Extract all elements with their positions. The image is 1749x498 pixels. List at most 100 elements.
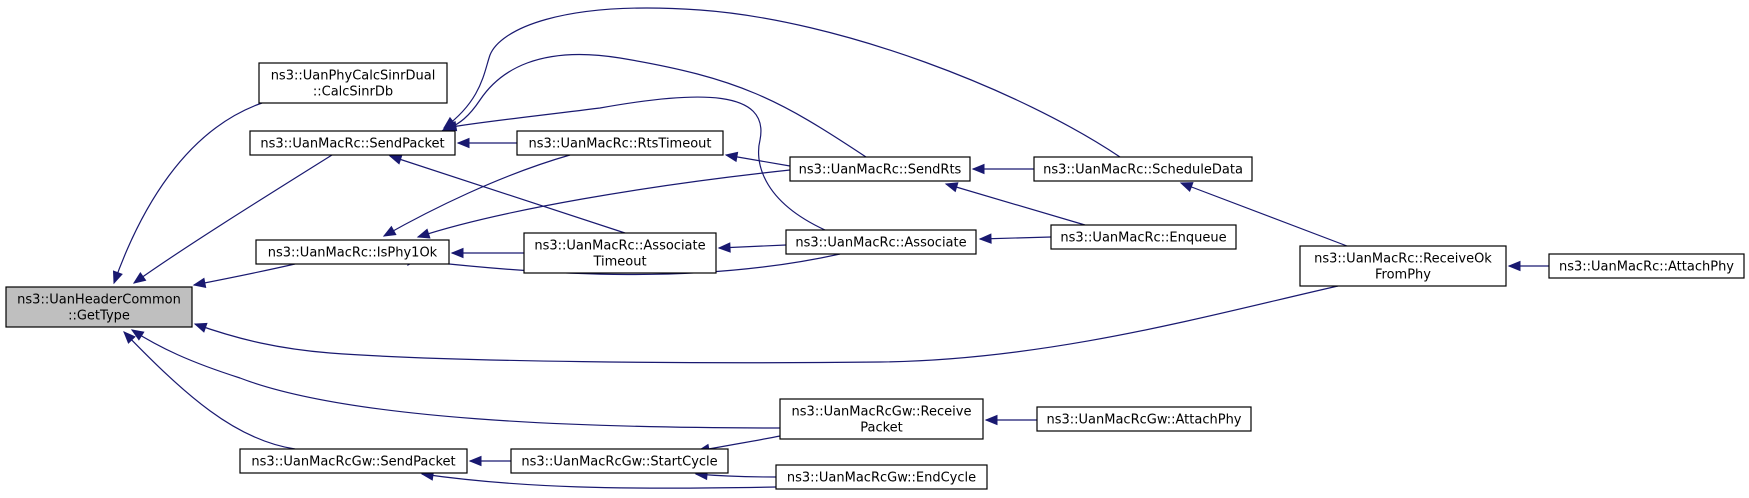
node-scheduledata[interactable]: ns3::UanMacRc::ScheduleData (1033, 156, 1253, 182)
edge-arrowhead (442, 116, 457, 129)
node-label: ns3::UanMacRc::Associate (534, 239, 705, 254)
node-associate[interactable]: ns3::UanMacRc::Associate (785, 229, 977, 255)
node-box[interactable] (239, 448, 468, 474)
edge-arrowhead (132, 272, 147, 284)
edge-attachphy-to-receiveok (1507, 260, 1549, 272)
node-sendrts[interactable]: ns3::UanMacRc::SendRts (789, 156, 971, 182)
edge-rtstimeout-to-isphy1ok (382, 154, 571, 237)
node-box[interactable] (249, 130, 456, 156)
node-label: ns3::UanMacRcGw::StartCycle (521, 455, 717, 470)
node-label: Timeout (592, 255, 646, 270)
node-label: ns3::UanPhyCalcSinrDual (271, 69, 436, 84)
node-box[interactable] (1050, 224, 1237, 250)
edge-enqueue-to-associate (978, 233, 1052, 244)
edge-enqueue-to-sendrts (944, 182, 1086, 226)
edge-receiveok-to-root (193, 285, 1339, 364)
node-gwsendpacket[interactable]: ns3::UanMacRcGw::SendPacket (239, 448, 468, 474)
node-box[interactable] (1033, 156, 1253, 182)
edge-arrowhead (192, 277, 207, 288)
node-box[interactable] (789, 156, 971, 182)
edge-arrowhead (978, 233, 992, 244)
node-box[interactable] (255, 239, 450, 265)
edge-arrowhead (123, 331, 136, 344)
edge-line (1180, 182, 1348, 247)
node-label: ns3::UanMacRcGw::SendPacket (251, 455, 455, 470)
edge-line (443, 7, 1121, 158)
edge-line (695, 473, 777, 478)
node-label: ns3::UanMacRcGw::AttachPhy (1046, 413, 1241, 428)
edge-sendrts-to-isphy1ok (416, 169, 791, 239)
node-enqueue[interactable]: ns3::UanMacRc::Enqueue (1050, 224, 1237, 250)
edge-rtstimeout-to-sendpacket (456, 137, 517, 149)
node-box[interactable] (1548, 253, 1745, 279)
node-label: ns3::UanHeaderCommon (17, 293, 181, 308)
node-root[interactable]: ns3::UanHeaderCommon::GetType (5, 286, 193, 328)
edge-line (133, 154, 333, 284)
edge-arrowhead (724, 151, 739, 163)
nodes-layer: ns3::UanHeaderCommon::GetType ns3::UanPhy… (5, 62, 1745, 490)
edge-arrowhead (450, 247, 464, 259)
edge-line (131, 329, 781, 429)
node-label: ::CalcSinrDb (313, 85, 393, 100)
node-box[interactable] (775, 464, 988, 490)
edge-arrowhead (1507, 260, 1521, 272)
edge-scheduledata-to-sendpacket (442, 7, 1121, 158)
edge-line (945, 183, 1086, 226)
node-label: ns3::UanMacRc::SendPacket (260, 137, 444, 152)
edge-gwreceive-to-root (130, 329, 781, 429)
edge-line (441, 53, 867, 158)
node-box[interactable] (258, 62, 448, 104)
node-attachphy[interactable]: ns3::UanMacRc::AttachPhy (1548, 253, 1745, 279)
node-box[interactable] (1299, 245, 1507, 287)
edge-assoctimeout-to-sendpacket (388, 154, 626, 234)
edge-line (421, 473, 777, 489)
edge-assoctimeout-to-isphy1ok (450, 247, 524, 259)
node-label: ns3::UanMacRc::AttachPhy (1559, 260, 1734, 275)
edge-arrowhead (130, 329, 145, 341)
node-label: ns3::UanMacRc::SendRts (799, 163, 962, 178)
node-rtstimeout[interactable]: ns3::UanMacRc::RtsTimeout (516, 130, 724, 156)
edge-line (444, 96, 826, 231)
node-gwendcycle[interactable]: ns3::UanMacRcGw::EndCycle (775, 464, 988, 490)
edge-arrowhead (468, 455, 482, 467)
node-box[interactable] (779, 398, 984, 440)
edge-line (113, 102, 263, 284)
edge-sendrts-to-rtstimeout (724, 151, 791, 167)
edge-sendpacket-to-root (132, 154, 333, 284)
edge-line (193, 263, 296, 286)
node-calcsinr[interactable]: ns3::UanPhyCalcSinrDual::CalcSinrDb (258, 62, 448, 104)
node-box[interactable] (523, 232, 717, 274)
edge-arrowhead (193, 322, 208, 333)
node-box[interactable] (516, 130, 724, 156)
edge-calcsinr-to-root (112, 102, 263, 285)
node-gwattachphy[interactable]: ns3::UanMacRcGw::AttachPhy (1036, 406, 1252, 432)
node-box[interactable] (510, 448, 729, 474)
edge-arrowhead (944, 182, 959, 193)
node-gwstartcycle[interactable]: ns3::UanMacRcGw::StartCycle (510, 448, 729, 474)
edge-receiveok-to-scheduledata (1179, 182, 1348, 247)
node-box[interactable] (785, 229, 977, 255)
edge-gwattachphy-to-gwreceive (984, 414, 1037, 426)
edge-associate-to-sendpacket (443, 96, 826, 231)
edge-line (389, 155, 626, 234)
edge-arrowhead (388, 154, 403, 165)
edge-gwendcycle-to-gwsendpacket (420, 470, 777, 489)
node-isphy1ok[interactable]: ns3::UanMacRc::IsPhy1Ok (255, 239, 450, 265)
edge-gwstartcycle-to-gwsendpacket (468, 455, 511, 467)
edge-arrowhead (112, 270, 123, 285)
edge-line (123, 331, 296, 450)
edge-scheduledata-to-sendrts (971, 163, 1034, 175)
node-box[interactable] (5, 286, 193, 328)
node-label: ns3::UanMacRc::ReceiveOk (1314, 252, 1492, 267)
node-box[interactable] (1036, 406, 1252, 432)
node-sendpacket[interactable]: ns3::UanMacRc::SendPacket (249, 130, 456, 156)
edge-arrowhead (456, 137, 470, 149)
edge-arrowhead (416, 228, 431, 239)
edge-arrowhead (1179, 182, 1194, 192)
node-label: ::GetType (68, 309, 130, 324)
edge-arrowhead (382, 225, 397, 237)
